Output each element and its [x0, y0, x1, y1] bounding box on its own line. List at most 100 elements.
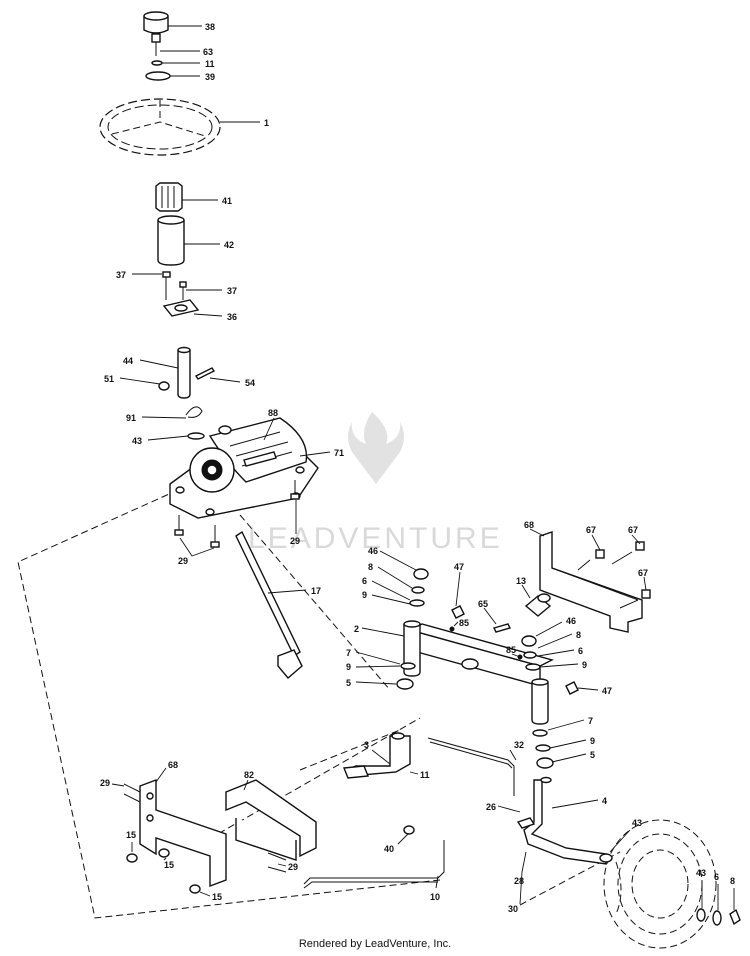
callout-11-spindle: 11: [420, 770, 430, 780]
callout-15-c: 15: [212, 892, 222, 902]
callout-36: 36: [227, 312, 237, 322]
callout-67-a: 67: [586, 525, 596, 535]
leadventure-watermark: LEADVENTURE: [248, 412, 503, 555]
steering-shaft-tube: [157, 215, 185, 266]
front-wheel: [603, 819, 717, 949]
bushings-washers-right: [521, 635, 554, 769]
watermark-text: LEADVENTURE: [248, 522, 503, 555]
callout-29-gear-right: 29: [290, 536, 300, 546]
callout-43-wheel: 43: [696, 868, 706, 878]
callout-17: 17: [311, 586, 321, 596]
shaft-bolt: [194, 367, 216, 380]
spacer-washer: [187, 432, 205, 440]
callout-82: 82: [244, 770, 254, 780]
callout-32: 32: [514, 740, 524, 750]
callout-42: 42: [224, 240, 234, 250]
callout-13: 13: [516, 576, 526, 586]
render-credit: Rendered by LeadVenture, Inc.: [298, 938, 452, 950]
callout-4: 4: [602, 796, 607, 806]
hairpin-clip: [185, 406, 203, 418]
callout-7-right: 7: [588, 716, 593, 726]
callout-85-right: 85: [506, 645, 516, 655]
callout-46-right: 46: [566, 616, 576, 626]
wheel-hardware: [599, 853, 741, 926]
callout-5-left: 5: [346, 678, 351, 688]
callout-8-wheel: 8: [730, 876, 735, 886]
flange-bearing: [162, 299, 200, 317]
callout-46-left: 46: [368, 546, 378, 556]
callout-28: 28: [514, 876, 524, 886]
callout-37-right: 37: [227, 286, 237, 296]
steering-adapter: [155, 182, 183, 212]
steering-spindle-left: [343, 732, 411, 779]
callout-9-left: 9: [362, 590, 367, 600]
steering-gear-assembly: [169, 417, 319, 519]
callout-9-lower: 9: [590, 736, 595, 746]
callout-65: 65: [478, 599, 488, 609]
callout-26: 26: [486, 802, 496, 812]
callout-47-left: 47: [454, 562, 464, 572]
callout-11: 11: [205, 59, 215, 69]
steering-wheel: [99, 98, 221, 156]
callout-67-c: 67: [638, 568, 648, 578]
bracket-nuts-and-bolts: [123, 783, 287, 894]
callout-43-gear: 43: [132, 436, 142, 446]
callout-40: 40: [384, 844, 394, 854]
flange-bolts: [162, 271, 187, 300]
callout-68-lower: 68: [168, 760, 178, 770]
steering-insert: [145, 71, 171, 81]
callouts: 38 63 11 39 1 41 42 37 37 36 44 51 54 91…: [100, 22, 735, 914]
drag-link-rod: [303, 840, 445, 889]
callout-88: 88: [268, 408, 278, 418]
callout-91: 91: [126, 413, 136, 423]
gear-mount-bolts: [174, 480, 300, 548]
bushings-washers-left: [396, 568, 429, 690]
callout-15-a: 15: [126, 830, 136, 840]
callout-30: 30: [508, 904, 518, 914]
lock-washer: [151, 60, 163, 66]
drag-link: [235, 530, 303, 679]
callout-8-left: 8: [368, 562, 373, 572]
lower-mounting-bracket: [139, 778, 227, 888]
callout-43-hub: 43: [632, 818, 642, 828]
callout-6-right: 6: [578, 646, 583, 656]
callout-44: 44: [123, 356, 133, 366]
callout-38: 38: [205, 22, 215, 32]
callout-47-right: 47: [602, 686, 612, 696]
callout-54: 54: [245, 378, 255, 388]
steering-spindle-right: [516, 776, 607, 865]
pivot-pin: [492, 623, 512, 633]
callout-5-right: 5: [590, 750, 595, 760]
callout-1: 1: [264, 118, 269, 128]
callout-29-lower-left: 29: [100, 778, 110, 788]
tie-rod: [427, 737, 515, 796]
flame-logo-icon: [348, 412, 404, 484]
shaft-nut: [158, 381, 170, 391]
callout-71: 71: [334, 448, 344, 458]
callout-67-b: 67: [628, 525, 638, 535]
callout-85-left: 85: [459, 618, 469, 628]
callout-6-left: 6: [362, 576, 367, 586]
callout-29-gear-left: 29: [178, 556, 188, 566]
axle-support-bracket: [225, 779, 317, 861]
callout-7-left: 7: [346, 648, 351, 658]
spacer-tube: [524, 593, 552, 617]
callout-6-wheel: 6: [714, 872, 719, 882]
callout-9-mid: 9: [346, 662, 351, 672]
steering-bolt: [151, 33, 161, 56]
callout-15-b: 15: [164, 860, 174, 870]
callout-68-upper: 68: [524, 520, 534, 530]
callout-10: 10: [430, 892, 440, 902]
callout-8-right: 8: [576, 630, 581, 640]
upper-support-bracket: [539, 531, 643, 633]
spindle-nut: [403, 825, 415, 835]
callout-3: 3: [364, 740, 369, 750]
callout-9-right: 9: [582, 660, 587, 670]
callout-37-left: 37: [116, 270, 126, 280]
steering-cap: [143, 11, 169, 34]
callout-2: 2: [354, 624, 359, 634]
callout-51: 51: [104, 374, 114, 384]
callout-63: 63: [203, 47, 213, 57]
callout-39: 39: [205, 72, 215, 82]
